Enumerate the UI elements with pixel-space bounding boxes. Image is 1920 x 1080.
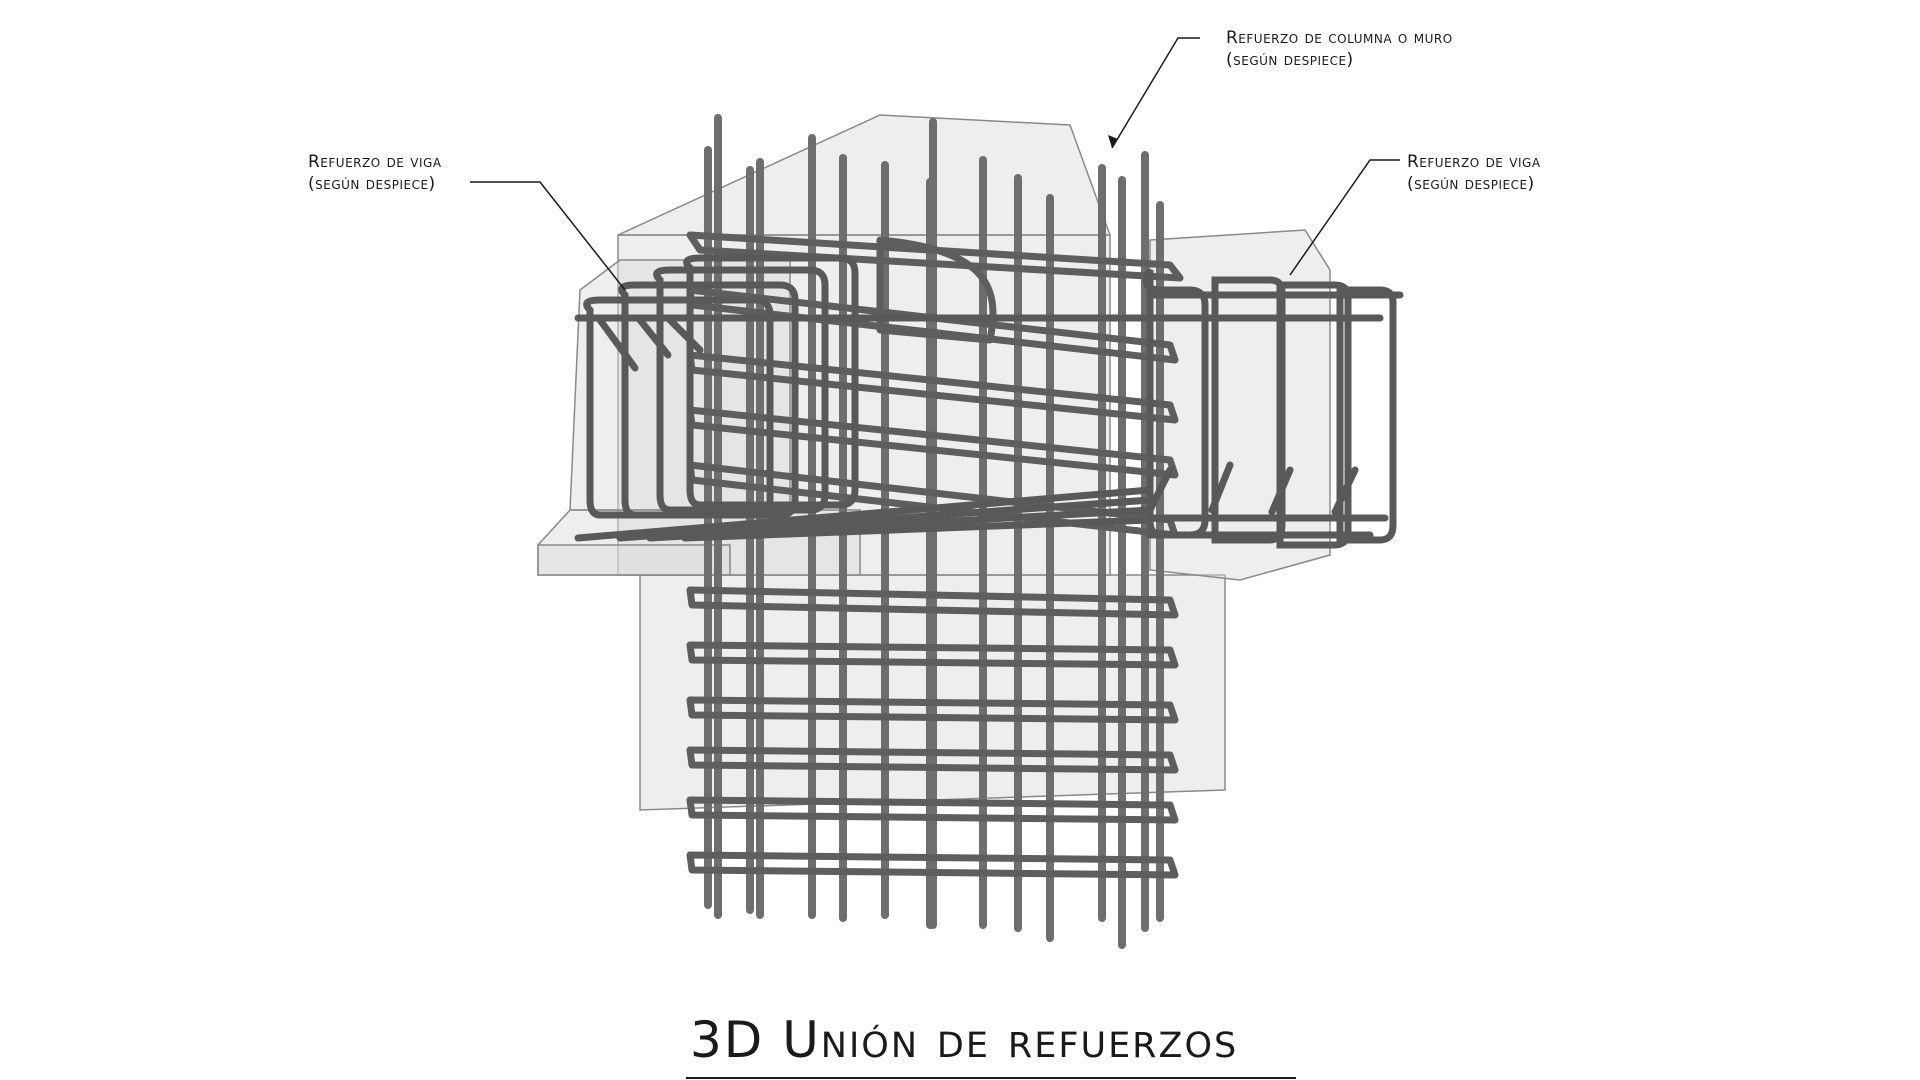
column-concrete-top <box>617 114 1112 236</box>
left-beam-bars <box>574 254 1174 542</box>
callout-left-beam-line2: (según despiece) <box>308 174 436 194</box>
arrowhead-column <box>1108 135 1118 148</box>
callout-left-beam-line1: Refuerzo de viga <box>308 152 442 172</box>
leader-arrowheads <box>1108 135 1118 148</box>
title-underline <box>686 1077 1296 1079</box>
callout-column-line1: Refuerzo de columna o muro <box>1226 28 1453 48</box>
left-beam-concrete-bottom <box>537 544 731 576</box>
leader-lines <box>470 37 1400 291</box>
callout-column-line2: (según despiece) <box>1226 50 1354 70</box>
leader-left-beam <box>470 181 626 291</box>
callout-column: Refuerzo de columna o muro (según despie… <box>1226 27 1453 71</box>
right-beam-bars <box>1143 268 1404 549</box>
callout-right-beam-line1: Refuerzo de viga <box>1407 152 1541 172</box>
callout-right-beam: Refuerzo de viga (según despiece) <box>1407 151 1541 195</box>
leader-column <box>1111 37 1200 149</box>
leader-right-beam <box>1289 159 1400 276</box>
callout-right-beam-line2: (según despiece) <box>1407 174 1535 194</box>
diagram-title: 3D Unión de refuerzos <box>690 1011 1239 1069</box>
callout-left-beam: Refuerzo de viga (según despiece) <box>308 151 442 195</box>
